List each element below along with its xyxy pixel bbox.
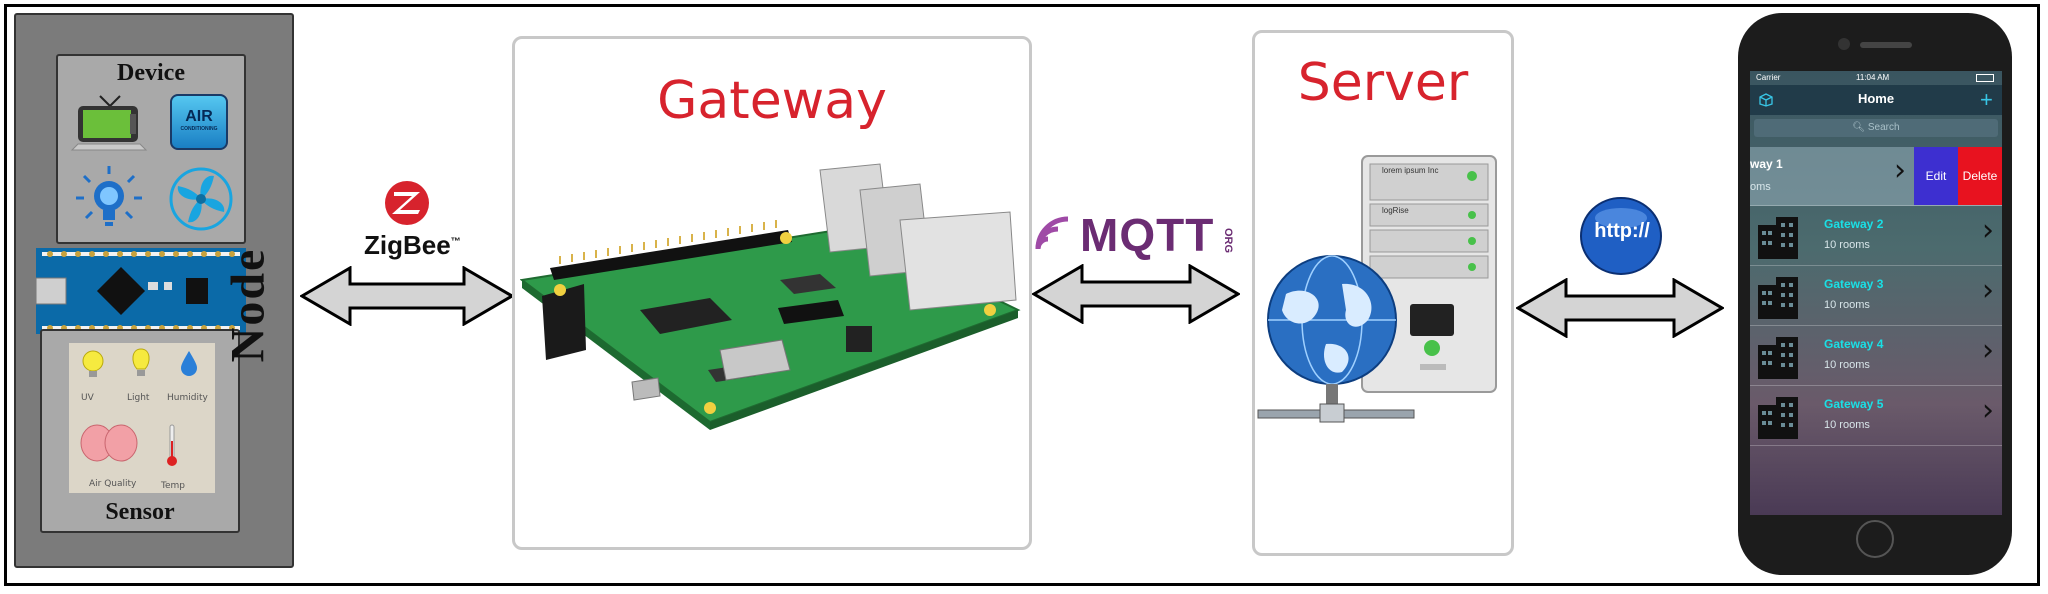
uv-sensor-icon (82, 350, 104, 377)
server-title: Server (1297, 53, 1469, 113)
chevron-right-icon: › (1982, 213, 1994, 248)
row-title: way 1 (1750, 157, 1783, 171)
fan-icon (169, 167, 233, 231)
chevron-right-icon: › (1982, 393, 1994, 428)
server-label-1: lorem ipsum Inc (1382, 166, 1439, 175)
row-subtitle: oms (1750, 181, 1771, 193)
light-sensor-icon (132, 348, 150, 376)
row-title: Gateway 2 (1824, 217, 1884, 231)
node-gateway-double-arrow (300, 266, 514, 326)
gateway-row-3[interactable]: Gateway 3 10 rooms › (1750, 267, 2002, 326)
air-icon-text: AIR (185, 108, 213, 125)
chevron-right-icon: › (1982, 273, 1994, 308)
http-globe-icon (1580, 197, 1662, 275)
air-quality-sensor-icon (80, 424, 138, 462)
device-title: Device (117, 60, 185, 86)
temp-label: Temp (161, 481, 185, 491)
thermometer-icon (167, 424, 177, 466)
humidity-sensor-icon (181, 351, 197, 376)
air-conditioning-icon: AIR CONDITIONING (170, 94, 228, 150)
globe-network-icon (1257, 255, 1415, 423)
mqtt-label: MQTT (1080, 209, 1215, 261)
gateway-row-1[interactable]: way 1 oms › Edit Delete (1750, 147, 2002, 206)
uv-label: UV (81, 393, 94, 403)
box-icon[interactable] (1758, 93, 1774, 107)
row-title: Gateway 4 (1824, 337, 1884, 351)
sensor-icons-panel: UV Light Humidity Air Quality Temp (69, 343, 215, 493)
building-icon (1758, 337, 1798, 379)
mqtt-logo-icon (1035, 216, 1069, 250)
home-button[interactable] (1856, 520, 1894, 558)
nav-bar: Home + (1750, 85, 2002, 115)
zigbee-logo-icon (385, 181, 429, 225)
row-title: Gateway 5 (1824, 397, 1884, 411)
chevron-right-icon: › (1982, 333, 1994, 368)
device-box: Device AIR CONDITIONING (56, 54, 246, 244)
row-subtitle: 10 rooms (1824, 359, 1870, 371)
diagram-frame (4, 4, 2040, 586)
zigbee-text: ZigBee (364, 230, 451, 260)
gateway-server-double-arrow (1032, 264, 1240, 324)
humidity-label: Humidity (167, 393, 208, 403)
phone-camera (1838, 38, 1850, 50)
gateway-title: Gateway (657, 71, 887, 131)
tv-icon (70, 95, 148, 151)
raspberry-pi-board-icon (520, 163, 1021, 430)
http-label: http:// (1594, 220, 1650, 242)
arduino-nano-board (36, 248, 246, 334)
add-button[interactable]: + (1980, 87, 1993, 112)
server-label-2: logRise (1382, 206, 1409, 215)
sensor-box: UV Light Humidity Air Quality Temp Senso… (40, 329, 240, 533)
phone-screen: Carrier 11:04 AM Home + 🔍︎ Search way 1 … (1750, 71, 2002, 515)
zigbee-tm: ™ (450, 236, 461, 248)
node-label: Node (221, 247, 275, 363)
status-bar: Carrier 11:04 AM (1750, 71, 2002, 85)
battery-icon (1976, 74, 1994, 82)
edit-button[interactable]: Edit (1914, 147, 1958, 205)
air-quality-label: Air Quality (89, 479, 137, 489)
mqtt-org-label: ORG (1222, 228, 1234, 254)
search-placeholder: Search (1867, 122, 1900, 133)
carrier-label: Carrier (1756, 73, 1781, 82)
row-subtitle: 10 rooms (1824, 239, 1870, 251)
search-icon: 🔍︎ (1852, 122, 1866, 133)
server-phone-double-arrow (1516, 278, 1724, 338)
light-bulb-icon (76, 166, 142, 226)
chevron-right-icon: › (1894, 153, 1906, 188)
node-panel: Device AIR CONDITIONING (14, 13, 294, 568)
clock-label: 11:04 AM (1856, 73, 1890, 82)
zigbee-label: ZigBee™ (364, 230, 461, 261)
building-icon (1758, 217, 1798, 259)
nav-title: Home (1857, 91, 1895, 106)
building-icon (1758, 277, 1798, 319)
light-label: Light (127, 393, 150, 403)
search-input[interactable]: 🔍︎ Search (1754, 119, 1998, 137)
sensor-title: Sensor (105, 499, 175, 525)
gateway-row-5[interactable]: Gateway 5 10 rooms › (1750, 387, 2002, 446)
row-subtitle: 10 rooms (1824, 419, 1870, 431)
air-icon-subtext: CONDITIONING (180, 126, 218, 132)
gateway-row-2[interactable]: Gateway 2 10 rooms › (1750, 207, 2002, 266)
row-title: Gateway 3 (1824, 277, 1884, 291)
phone-speaker (1860, 42, 1912, 48)
building-icon (1758, 397, 1798, 439)
row-subtitle: 10 rooms (1824, 299, 1870, 311)
gateway-row-4[interactable]: Gateway 4 10 rooms › (1750, 327, 2002, 386)
delete-button[interactable]: Delete (1958, 147, 2002, 205)
